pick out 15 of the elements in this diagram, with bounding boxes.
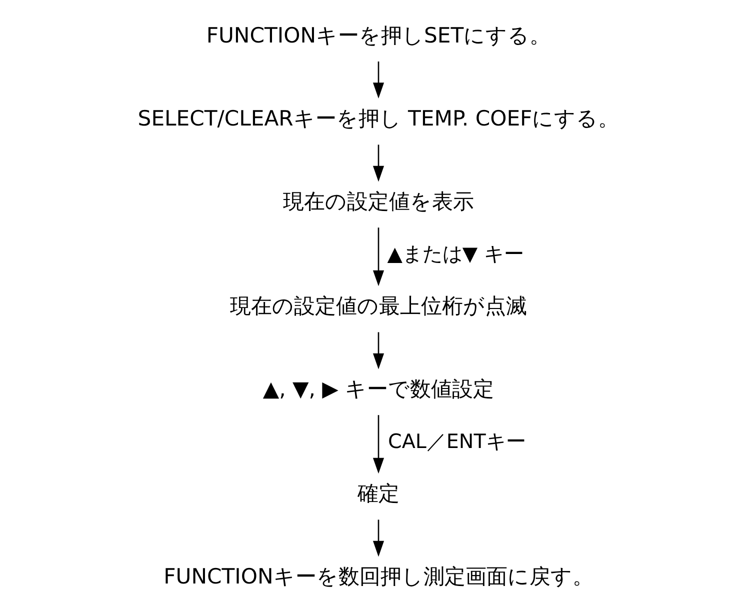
- node-text: 現在の設定値の最上位桁が点滅: [230, 293, 526, 318]
- node-text: FUNCTIONキーを数回押し測定画面に戻す。: [163, 564, 593, 589]
- node-text: FUNCTIONキーを押しSETにする。: [206, 22, 550, 48]
- arrow: [372, 520, 384, 557]
- arrow: [372, 62, 384, 99]
- arrow: [372, 415, 384, 474]
- node-text: ▲, ▼, ▶ キーで数値設定: [262, 376, 494, 402]
- node-text: SELECT/CLEARキーを押し TEMP. COEFにする。: [137, 106, 619, 131]
- edge-label: CAL／ENTキー: [387, 430, 526, 453]
- node-text: 現在の設定値を表示: [282, 188, 474, 214]
- node-text: 確定: [357, 480, 399, 506]
- edge-label: ▲または▼ キー: [386, 242, 524, 266]
- arrow: [372, 144, 384, 182]
- arrow: [372, 332, 384, 370]
- arrow: [372, 228, 384, 286]
